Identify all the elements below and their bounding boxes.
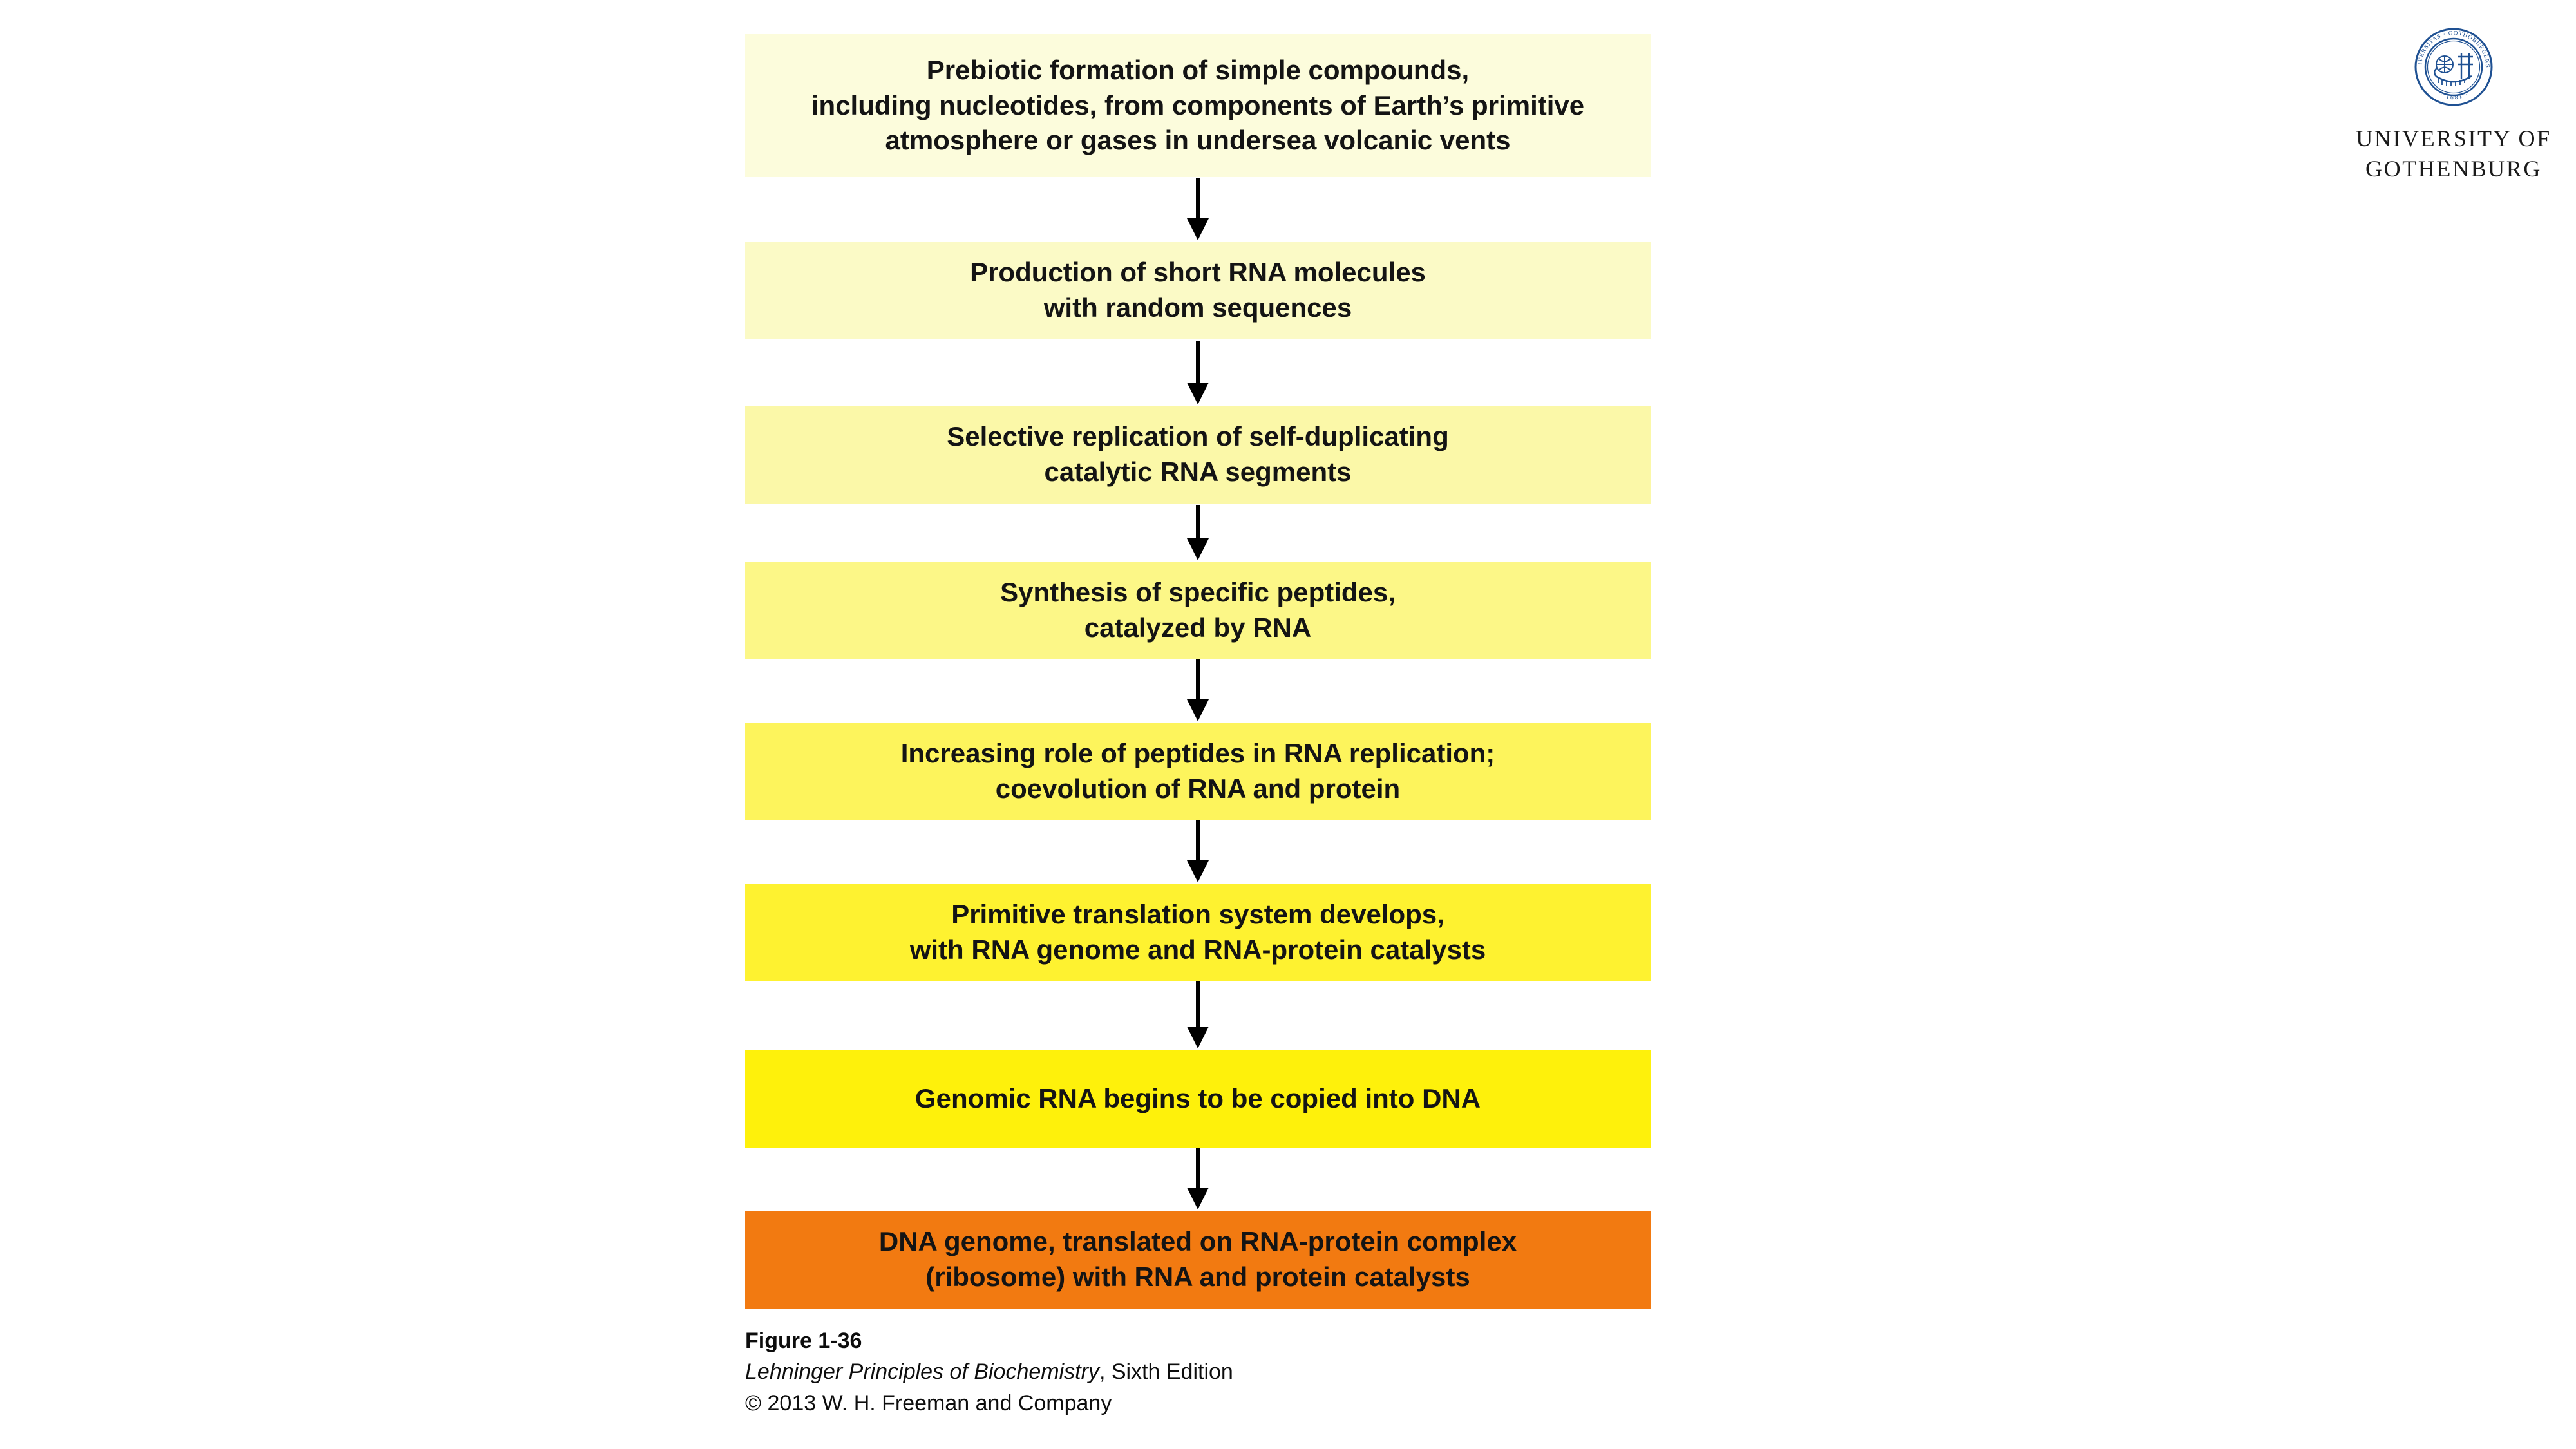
- university-logo: UNIVERSITAS · GOTHOBURGENSIS · 1891 · UN…: [2344, 19, 2563, 184]
- flow-step-2: Production of short RNA molecules with r…: [745, 242, 1651, 339]
- caption-book-title: Lehninger Principles of Biochemistry: [745, 1359, 1099, 1385]
- caption-copyright: © 2013 W. H. Freeman and Company: [745, 1390, 1112, 1416]
- figure-caption: Figure 1-36 Lehninger Principles of Bioc…: [745, 1325, 1711, 1419]
- svg-text:· 1891 ·: · 1891 ·: [2439, 90, 2469, 100]
- logo-name-line-2: GOTHENBURG: [2365, 155, 2542, 182]
- flow-step-5-label: Increasing role of peptides in RNA repli…: [900, 738, 1495, 804]
- caption-book-line: Lehninger Principles of Biochemistry, Si…: [745, 1356, 1711, 1387]
- flow-step-2-label: Production of short RNA molecules with r…: [970, 257, 1426, 323]
- flow-step-8-label: DNA genome, translated on RNA-protein co…: [878, 1226, 1517, 1292]
- caption-book-edition: , Sixth Edition: [1099, 1359, 1233, 1385]
- flow-step-1-label: Prebiotic formation of simple compounds,…: [811, 55, 1585, 156]
- flow-step-6-label: Primitive translation system develops, w…: [909, 899, 1486, 965]
- flow-step-7: Genomic RNA begins to be copied into DNA: [745, 1050, 1651, 1148]
- flow-step-5: Increasing role of peptides in RNA repli…: [745, 723, 1651, 820]
- university-seal-icon: UNIVERSITAS · GOTHOBURGENSIS · 1891 ·: [2409, 19, 2496, 109]
- flow-step-3: Selective replication of self-duplicatin…: [745, 406, 1651, 504]
- logo-name-line-1: UNIVERSITY OF: [2356, 126, 2552, 151]
- flow-step-4-label: Synthesis of specific peptides, catalyze…: [1000, 577, 1396, 643]
- flow-step-3-label: Selective replication of self-duplicatin…: [947, 421, 1449, 487]
- flowchart: Prebiotic formation of simple compounds,…: [745, 0, 1651, 1449]
- caption-figure-number: Figure 1-36: [745, 1329, 862, 1353]
- flow-step-7-label: Genomic RNA begins to be copied into DNA: [914, 1083, 1481, 1113]
- flow-step-8: DNA genome, translated on RNA-protein co…: [745, 1211, 1651, 1309]
- flow-step-6: Primitive translation system develops, w…: [745, 884, 1651, 981]
- flow-step-4: Synthesis of specific peptides, catalyze…: [745, 562, 1651, 659]
- flow-step-1: Prebiotic formation of simple compounds,…: [745, 34, 1651, 177]
